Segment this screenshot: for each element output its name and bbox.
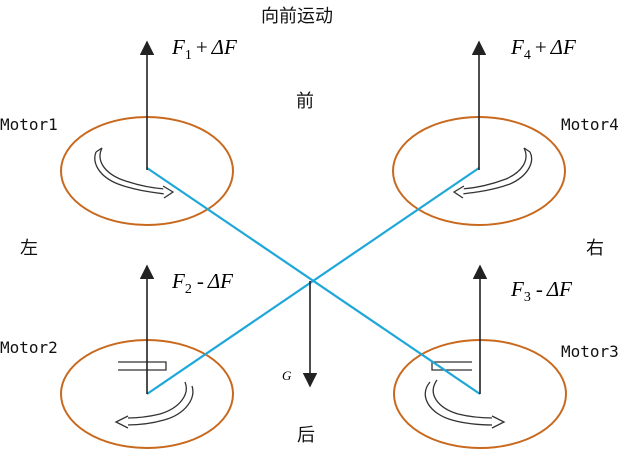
motor1-rotation-icon [94,147,175,199]
motor1-force-label: F1+ΔF [171,35,237,63]
motor4-force-label: F4+ΔF [510,35,576,63]
motor1-label: Motor1 [0,115,58,134]
gravity-label: G [282,368,292,383]
motor3-force-label: F3-ΔF [510,277,572,305]
direction-right: 右 [586,238,604,259]
motor2-label: Motor2 [0,338,58,357]
motor4-rotation-icon [452,147,533,199]
motor3-rotation-icon [424,361,506,429]
motor4-label: Motor4 [561,115,619,134]
motor3-label: Motor3 [561,342,619,361]
frame-arm-4-2 [146,167,480,395]
direction-back: 后 [297,425,315,446]
diagram-title: 向前运动 [261,6,333,27]
direction-front: 前 [296,91,314,112]
motor2-rotation-icon [114,361,194,429]
motor2-force-label: F2-ΔF [171,269,233,297]
direction-left: 左 [20,238,38,259]
